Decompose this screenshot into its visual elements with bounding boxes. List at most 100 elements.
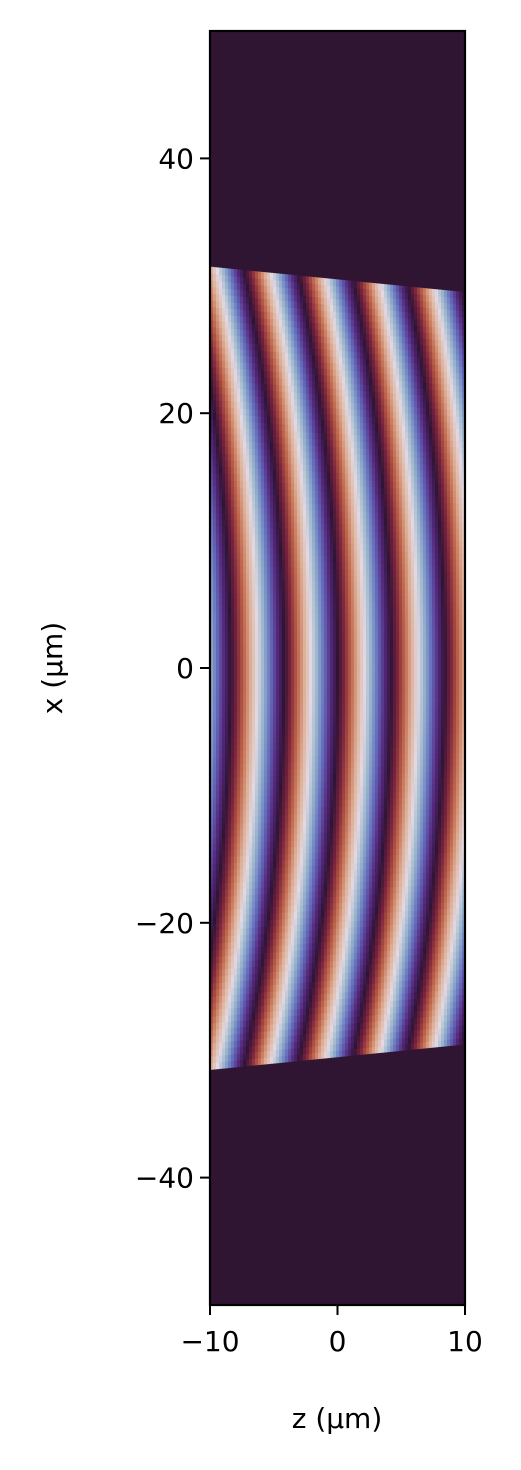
field-cell [291, 788, 295, 796]
field-cell [282, 781, 286, 790]
field-cell [321, 574, 325, 582]
field-cell [285, 729, 289, 737]
field-cell [294, 820, 298, 828]
field-cell [312, 348, 316, 356]
field-cell [318, 1051, 322, 1059]
field-cell [303, 742, 307, 750]
field-cell [210, 691, 214, 699]
field-cell [246, 441, 250, 449]
field-cell [234, 519, 238, 527]
field-cell [270, 521, 274, 529]
field-cell [267, 1030, 271, 1038]
field-cell [252, 441, 256, 449]
field-cell [276, 1010, 280, 1018]
field-cell [213, 1002, 217, 1010]
field-cell [210, 353, 214, 361]
field-cell [228, 394, 232, 402]
field-cell [237, 638, 241, 646]
field-cell [222, 479, 226, 487]
field-cell [309, 819, 313, 828]
field-cell [282, 488, 286, 497]
field-cell [279, 716, 283, 724]
field-cell [324, 999, 328, 1007]
field-cell [240, 697, 244, 705]
field-cell [312, 987, 316, 995]
field-cell [303, 956, 307, 964]
field-cell [210, 677, 214, 686]
field-cell [288, 560, 292, 568]
field-cell [240, 1020, 244, 1028]
field-cell [324, 954, 328, 962]
field-cell [249, 887, 253, 896]
field-cell [237, 519, 241, 527]
field-cell [285, 840, 289, 848]
field-cell [315, 697, 319, 705]
field-cell [312, 277, 316, 285]
field-cell [282, 300, 286, 308]
field-cell [321, 1045, 325, 1053]
field-cell [243, 855, 247, 863]
field-cell [330, 516, 334, 524]
field-cell [300, 1008, 304, 1016]
field-cell [246, 1026, 250, 1034]
field-cell [276, 593, 280, 601]
field-cell [267, 834, 271, 842]
field-cell [246, 973, 250, 981]
field-cell [225, 314, 229, 322]
field-cell [279, 423, 283, 431]
field-cell [231, 1060, 235, 1068]
field-cell [273, 978, 277, 986]
field-cell [285, 918, 289, 926]
field-cell [246, 684, 250, 692]
field-cell [309, 755, 313, 763]
field-cell [261, 618, 265, 627]
field-cell [312, 774, 316, 782]
field-cell [294, 275, 298, 283]
field-cell [285, 970, 289, 978]
field-cell [330, 902, 334, 910]
field-cell [213, 764, 217, 772]
field-cell [267, 985, 271, 993]
field-cell [213, 273, 217, 281]
field-cell [267, 534, 271, 542]
field-cell [270, 410, 274, 418]
field-cell [279, 866, 283, 874]
field-cell [249, 986, 253, 994]
field-cell [294, 716, 298, 724]
field-cell [297, 535, 301, 543]
field-cell [285, 593, 289, 601]
field-cell [300, 327, 304, 335]
field-cell [213, 267, 217, 275]
field-cell [273, 808, 277, 816]
field-cell [267, 527, 271, 535]
field-cell [330, 889, 334, 897]
field-cell [219, 525, 223, 533]
field-cell [240, 934, 244, 942]
field-cell [270, 991, 274, 999]
field-cell [282, 658, 286, 666]
field-cell [309, 406, 313, 414]
field-cell [246, 960, 250, 968]
field-cell [282, 814, 286, 822]
field-cell [237, 908, 241, 916]
field-cell [324, 413, 328, 421]
field-cell [231, 816, 235, 824]
field-cell [234, 414, 238, 422]
field-cell [285, 768, 289, 776]
field-cell [330, 960, 334, 968]
field-cell [291, 892, 295, 900]
field-cell [225, 492, 229, 501]
field-cell [222, 849, 226, 858]
field-cell [273, 397, 277, 405]
field-cell [291, 937, 295, 945]
field-cell [312, 361, 316, 369]
field-cell [297, 580, 301, 588]
field-cell [306, 800, 310, 808]
field-cell [237, 750, 241, 758]
field-cell [219, 975, 223, 983]
field-cell [294, 547, 298, 555]
field-cell [237, 394, 241, 402]
field-cell [312, 593, 316, 601]
field-cell [300, 340, 304, 348]
field-cell [267, 279, 271, 287]
